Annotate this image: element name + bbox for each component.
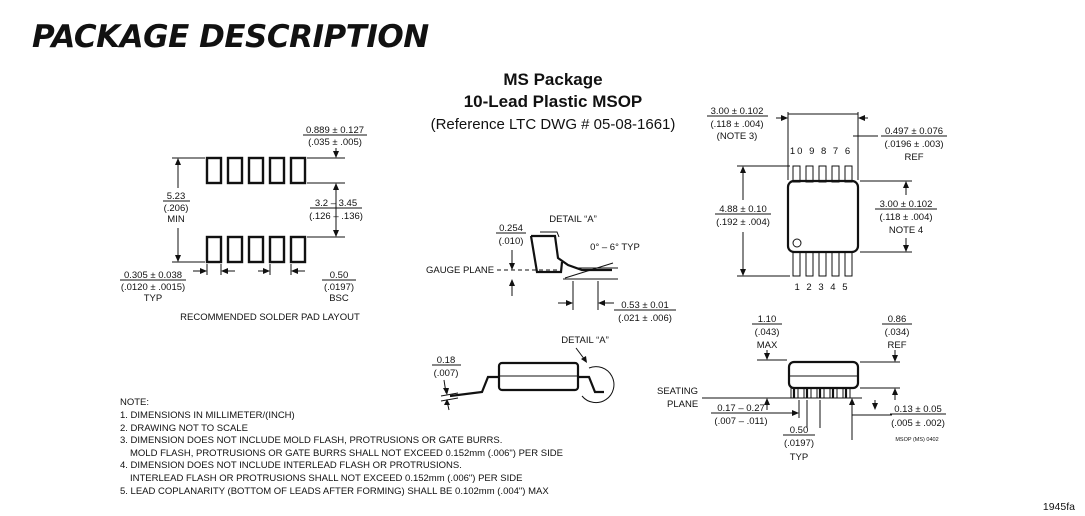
solder-min-label: MIN [167,214,185,225]
front-max-note: MAX [757,340,778,351]
lead [818,251,827,277]
gauge-plane-label: GAUGE PLANE [426,265,494,276]
front-ref-note: REF [888,340,907,351]
solder-pad-width-in: (.035 ± .005) [308,137,362,148]
plane-label: PLANE [667,399,698,410]
lead [844,251,853,277]
page-title: PACKAGE DESCRIPTION [32,19,429,55]
lead [805,165,814,183]
page-code: 1945fa [1043,501,1075,513]
top-leadw-mm: 0.497 ± 0.076 [885,126,943,137]
top-span-in: (.192 ± .004) [716,217,770,228]
side-lead-in: (.007) [434,368,459,379]
front-pitch-note: TYP [790,452,808,463]
note-3: 3. DIMENSION DOES NOT INCLUDE MOLD FLASH… [120,435,502,446]
solder-min-in: (.206) [164,203,189,214]
note-4: 4. DIMENSION DOES NOT INCLUDE INTERLEAD … [120,460,462,471]
solder-gap-in: (.126 – .136) [309,211,363,222]
side-lead-mm: 0.18 [437,355,456,366]
top-width-mm: 3.00 ± 0.102 [711,106,764,117]
front-clear-in: (.005 ± .002) [891,418,945,429]
notes: NOTE: 1. DIMENSIONS IN MILLIMETER/(INCH)… [120,397,563,497]
detail-a-label: DETAIL “A” [549,214,597,225]
package-name: MS Package [503,70,602,89]
solder-pad [268,156,286,185]
solder-pad-width-mm: 0.889 ± 0.127 [306,125,364,136]
ic-body [786,179,860,254]
solder-pad-layout: 5.23 (.206) MIN 0.889 ± 0.127 (.035 ± .0… [120,125,367,323]
solder-pad [226,156,244,185]
top-width-in: (.118 ± .004) [710,119,763,130]
front-pitch-mm: 0.50 [790,425,809,436]
front-standoff-in: (.007 – .011) [714,416,767,427]
solder-pitch-in: (.0197) [324,282,354,293]
solder-pad [268,235,286,264]
front-ref-mm: 0.86 [888,314,907,325]
front-clear-mm: 0.13 ± 0.05 [894,404,941,415]
solder-padw-note: TYP [144,293,162,304]
front-pitch-in: (.0197) [784,438,814,449]
note-4b: INTERLEAD FLASH OR PROTRUSIONS SHALL NOT… [130,473,522,484]
top-span-mm: 4.88 ± 0.10 [719,204,766,215]
front-view: 1.10 (.043) MAX 0.86 (.034) REF [657,314,946,463]
top-leadw-note: REF [905,152,924,163]
solder-pad [205,156,223,185]
seating-label: SEATING [657,386,698,397]
lead [831,251,840,277]
solder-pad [289,235,307,264]
solder-pad [247,156,265,185]
drawing-code: MSOP (MS) 0402 [895,437,938,443]
solder-pad [247,235,265,264]
note-5: 5. LEAD COPLANARITY (BOTTOM OF LEADS AFT… [120,486,549,497]
note-3b: MOLD FLASH, PROTRUSIONS OR GATE BURRS SH… [130,448,563,459]
lead-profile [531,234,612,272]
detail-angle: 0° – 6° TYP [590,242,640,253]
front-max-in: (.043) [755,327,780,338]
top-leadw-in: (.0196 ± .003) [884,139,943,150]
note-1: 1. DIMENSIONS IN MILLIMETER/(INCH) [120,410,295,421]
solder-min-mm: 5.23 [167,191,186,202]
package-type: 10-Lead Plastic MSOP [464,92,643,111]
detail-a: DETAIL “A” 0.254 (.010) 0° – 6° TYP GAUG… [426,214,676,324]
side-view: DETAIL “A” 0.18 (.007) [432,335,615,411]
detail-gauge-in: (.010) [499,236,524,247]
notes-heading: NOTE: [120,397,149,408]
solder-pad [226,235,244,264]
solder-pad [289,156,307,185]
front-ref-in: (.034) [885,327,910,338]
lead [805,251,814,277]
top-view: 3.00 ± 0.102 (.118 ± .004) (NOTE 3) 0.49… [707,106,947,293]
solder-caption: RECOMMENDED SOLDER PAD LAYOUT [180,312,360,323]
front-max-mm: 1.10 [758,314,777,325]
top-width-note: (NOTE 3) [717,131,758,142]
detail-circle [581,366,615,404]
solder-padw-mm: 0.305 ± 0.038 [124,270,182,281]
detail-gauge-mm: 0.254 [499,223,523,234]
solder-padw-in: (.0120 ± .0015) [121,282,185,293]
front-body [787,360,860,390]
solder-pad [205,235,223,264]
solder-pitch-mm: 0.50 [330,270,349,281]
front-standoff-mm: 0.17 – 0.27 [717,403,765,414]
side-detail-label: DETAIL “A” [561,335,609,346]
top-pins-bottom: 1 2 3 4 5 [795,282,850,293]
detail-foot-in: (.021 ± .006) [618,313,672,324]
detail-foot-mm: 0.53 ± 0.01 [621,300,668,311]
lead [831,165,840,183]
package-reference: (Reference LTC DWG # 05-08-1661) [431,116,676,133]
top-height-mm: 3.00 ± 0.102 [880,199,933,210]
top-pins-top: 10 9 8 7 6 [790,146,852,157]
lead [792,251,801,277]
solder-gap-mm: 3.2 – 3.45 [315,198,357,209]
lead [844,165,853,183]
solder-pitch-note: BSC [329,293,349,304]
note-2: 2. DRAWING NOT TO SCALE [120,423,248,434]
top-height-note: NOTE 4 [889,225,923,236]
lead [792,165,801,183]
top-height-in: (.118 ± .004) [879,212,932,223]
lead [818,165,827,183]
pin1-marker [792,238,802,248]
